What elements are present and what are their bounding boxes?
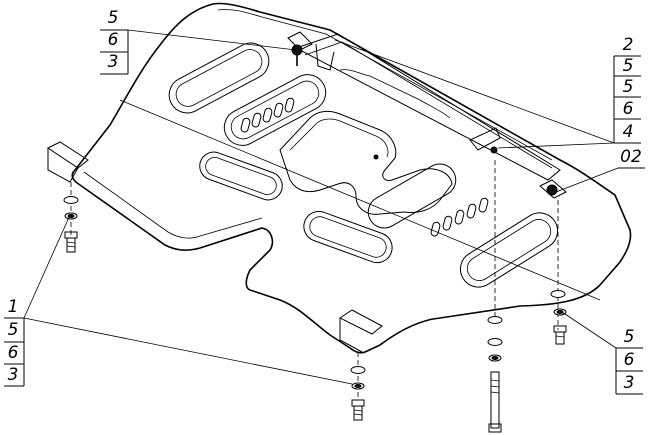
callout-left-lower-1: 1 xyxy=(7,297,19,317)
callout-top-left-frame xyxy=(100,29,297,75)
callout-top-left-2: 6 xyxy=(107,30,119,50)
callout-right-upper-2: 5 xyxy=(622,56,634,76)
callout-right-lower-3: 3 xyxy=(623,373,635,393)
bolt-top xyxy=(291,44,303,66)
callout-right-lower-frame xyxy=(561,311,643,395)
callout-top-left-1: 5 xyxy=(107,8,119,28)
callout-right-upper-4: 6 xyxy=(622,99,634,119)
bolt-center xyxy=(490,146,498,154)
callout-right-upper-5: 4 xyxy=(622,122,634,142)
callout-left-lower-frame xyxy=(4,214,353,387)
callout-right-upper-frame xyxy=(334,39,641,149)
callout-top-left-3: 3 xyxy=(107,52,119,72)
callout-right-upper-3: 5 xyxy=(622,77,634,97)
callout-left-lower-2: 5 xyxy=(7,320,19,340)
central-recess xyxy=(279,110,453,215)
mounting-tabs xyxy=(47,31,567,353)
callout-right-lower-2: 6 xyxy=(623,350,635,370)
callout-right-single: 02 xyxy=(620,147,642,167)
hardware-right xyxy=(550,200,567,345)
cross-bracket xyxy=(294,33,561,181)
callout-left-lower-3: 6 xyxy=(7,343,19,363)
hardware-bottom-right-long-bolt xyxy=(487,160,503,433)
hardware-left xyxy=(63,182,79,253)
callout-right-lower-1: 5 xyxy=(623,327,635,347)
bolt-right xyxy=(546,184,558,196)
hardware-bottom-left xyxy=(350,352,366,421)
callout-right-upper-1: 2 xyxy=(622,35,634,55)
slots-lower-rows xyxy=(199,151,559,288)
louvre-vents xyxy=(240,97,489,237)
callout-left-lower-4: 3 xyxy=(7,365,19,385)
callout-right-single-frame xyxy=(555,167,645,193)
skid-plate-outline xyxy=(71,2,632,354)
slots-upper-row xyxy=(168,42,327,146)
